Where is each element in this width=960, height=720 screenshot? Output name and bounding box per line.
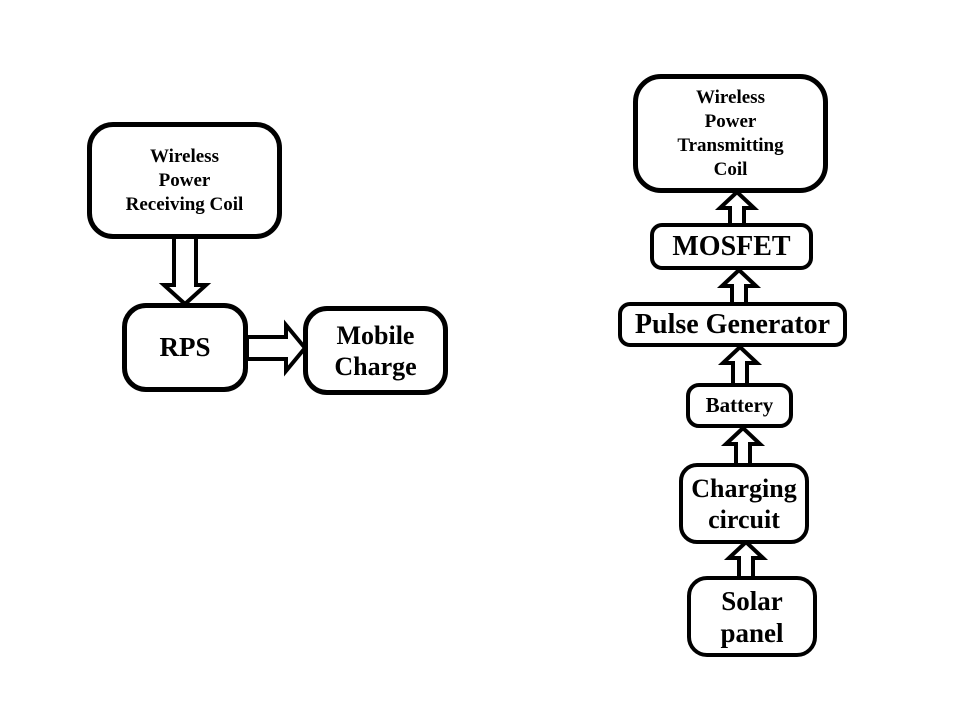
block-label: Mobile Charge xyxy=(334,320,417,381)
block-label: Pulse Generator xyxy=(634,308,831,340)
block-battery: Battery xyxy=(686,383,793,428)
right-block-arrow-rps-to-mobile-charge xyxy=(245,319,308,377)
block-charging-circuit: Charging circuit xyxy=(679,463,809,544)
block-label: Charging circuit xyxy=(691,473,797,534)
block-pulse-generator: Pulse Generator xyxy=(618,302,847,347)
down-block-arrow-coil-to-rps xyxy=(158,235,212,307)
block-label: RPS xyxy=(159,332,211,362)
block-mosfet: MOSFET xyxy=(650,223,813,270)
up-block-arrow-mosfet-to-coil xyxy=(714,189,760,227)
block-rps: RPS xyxy=(122,303,248,392)
up-block-arrow-battery-to-pulse xyxy=(717,344,763,387)
block-wireless-power-receiving-coil: Wireless Power Receiving Coil xyxy=(87,122,282,239)
block-solar-panel: Solar panel xyxy=(687,576,817,657)
block-mobile-charge: Mobile Charge xyxy=(303,306,448,395)
block-label: MOSFET xyxy=(672,230,791,262)
up-block-arrow-charging-to-battery xyxy=(720,425,766,467)
block-wireless-power-transmitting-coil: Wireless Power Transmitting Coil xyxy=(633,74,828,193)
block-label: Battery xyxy=(705,393,774,417)
block-label: Solar panel xyxy=(720,585,784,648)
up-block-arrow-solar-to-charging xyxy=(723,539,769,580)
block-label: Wireless Power Transmitting Coil xyxy=(677,86,784,180)
up-block-arrow-pulse-to-mosfet xyxy=(716,267,762,306)
block-label: Wireless Power Receiving Coil xyxy=(125,145,244,215)
